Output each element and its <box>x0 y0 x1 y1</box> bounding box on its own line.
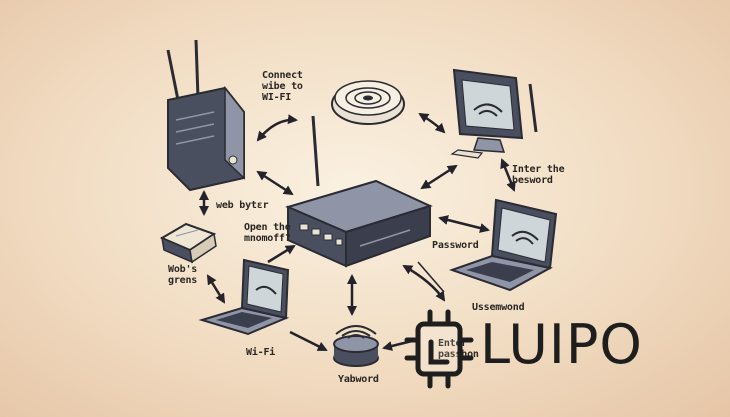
book-icon <box>159 222 217 264</box>
label-connect: Connect wibe to WI-FI <box>262 70 303 103</box>
arrow-tower-router <box>256 170 294 196</box>
arrow-router-right-down <box>402 264 446 302</box>
label-wi-fi: Wi-Fi <box>246 347 276 358</box>
arrow-tower-disc <box>256 114 298 142</box>
label-inter-the: Inter the besword <box>512 164 565 186</box>
arrow-laptop-puck <box>289 330 328 352</box>
arrow-book-laptop <box>206 274 226 304</box>
arrow-monitor-router <box>420 164 458 190</box>
luipo-logo: LUIPO <box>404 306 704 396</box>
label-webs-grens: Wob's grens <box>168 264 198 286</box>
label-open-the: Open the mnomoff? <box>244 222 291 244</box>
tower-router-icon <box>166 39 245 192</box>
arrow-monitor-laptop <box>500 158 516 192</box>
label-yabword: Yabword <box>338 374 379 385</box>
wifi-puck-icon <box>333 325 379 367</box>
label-ussemwond: Ussemwond <box>472 302 525 313</box>
wifi-disc-icon <box>331 80 405 125</box>
chip-logo-icon <box>404 309 474 389</box>
label-web-byter: web bytεr <box>216 200 269 211</box>
arrow-laptop-router <box>267 244 296 264</box>
arrow-lower-right <box>417 261 445 293</box>
arrow-router-laptop <box>438 215 490 233</box>
arrow-disc-monitor <box>418 112 446 134</box>
laptop-left-icon <box>198 258 290 336</box>
laptop-right-icon <box>448 198 558 292</box>
label-password: Password <box>432 240 479 251</box>
logo-wordmark: LUIPO <box>480 313 643 376</box>
monitor-icon <box>450 68 538 159</box>
main-router-icon <box>285 115 433 268</box>
